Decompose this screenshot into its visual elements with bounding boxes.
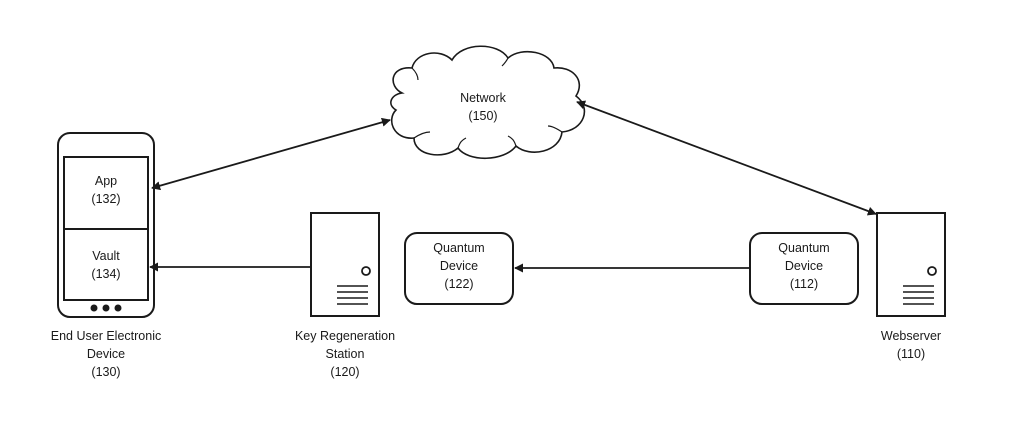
quantum-112-label-line1: Quantum: [778, 241, 829, 255]
device-ref: (130): [91, 365, 120, 379]
phone-button-dot: [114, 304, 122, 312]
power-indicator-icon: [361, 266, 371, 276]
phone-body: [57, 132, 155, 318]
vault-ref: (134): [91, 267, 120, 281]
quantum-112-label-line2: Device: [785, 259, 823, 273]
webserver-ref: (110): [897, 347, 925, 361]
webserver: Webserver (110): [876, 212, 946, 361]
quantum-device-112: Quantum Device (112): [749, 232, 859, 305]
quantum-122-ref: (122): [444, 277, 473, 291]
network-ref: (150): [468, 109, 497, 123]
phone-button-dot: [102, 304, 110, 312]
network-cloud: Network (150): [390, 45, 586, 159]
webserver-caption: Webserver: [881, 329, 941, 343]
quantum-device-122-box: [404, 232, 514, 305]
quantum-device-122: Quantum Device (122): [404, 232, 514, 305]
webserver-tower: [876, 212, 946, 317]
quantum-122-label-line2: Device: [440, 259, 478, 273]
quantum-112-ref: (112): [790, 277, 818, 291]
app-ref: (132): [91, 192, 120, 206]
arrow-network-webserver: [576, 100, 877, 216]
phone-button-dot: [90, 304, 98, 312]
device-caption-line2: Device: [87, 347, 125, 361]
network-label: Network: [460, 91, 507, 105]
station-caption-line2: Station: [326, 347, 365, 361]
key-regeneration-station: Key Regeneration Station (120): [295, 212, 395, 379]
quantum-122-label-line1: Quantum: [433, 241, 484, 255]
app-label: App: [95, 174, 117, 188]
device-caption-line1: End User Electronic: [51, 329, 161, 343]
vault-label: Vault: [92, 249, 120, 263]
station-ref: (120): [330, 365, 359, 379]
arrow-app-network: [151, 117, 391, 191]
vault-box: [63, 228, 149, 301]
station-caption-line1: Key Regeneration: [295, 329, 395, 343]
end-user-device: App (132) Vault (134) End User Electroni…: [51, 132, 161, 379]
power-indicator-icon: [927, 266, 937, 276]
server-tower: [310, 212, 380, 317]
